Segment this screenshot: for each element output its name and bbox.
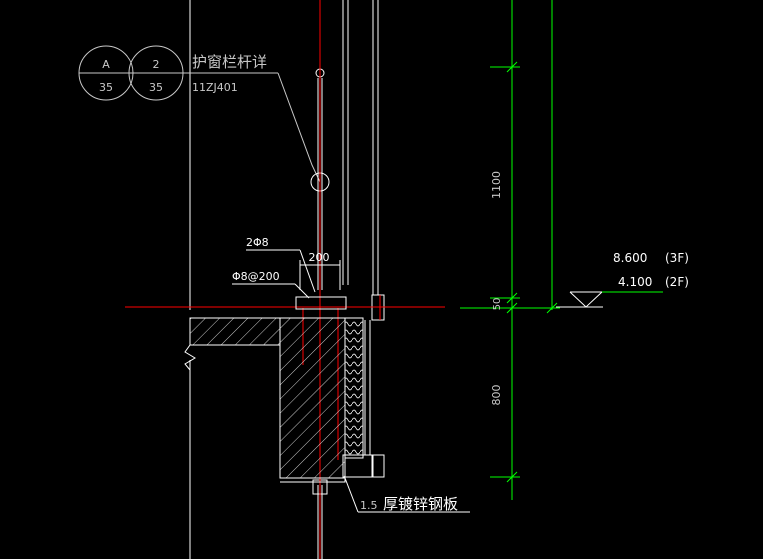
detail-atlas: 11ZJ401: [192, 81, 238, 94]
elevation-2f-value: 4.100: [618, 275, 652, 289]
detail-title: 护窗栏杆详: [192, 53, 267, 71]
reference-circle-2-top: 2: [153, 58, 160, 71]
window-frame: [342, 0, 385, 478]
elevation-3f-value: 8.600: [613, 251, 647, 265]
wall-lines: [184, 0, 196, 559]
reference-circle-a-bottom: 35: [99, 81, 113, 94]
elevation-3f-floor: (3F): [665, 251, 689, 265]
reference-circle-2-bottom: 35: [149, 81, 163, 94]
rebar-stirrups: Φ8@200: [232, 270, 280, 283]
dimension-upper: 1100: [490, 171, 503, 199]
dimension-lower: 800: [490, 385, 503, 406]
dimension-middle: 50: [492, 298, 503, 311]
plate-thickness: 1.5: [360, 499, 378, 512]
rebar-width: 200: [309, 251, 330, 264]
detail-reference: A 35 2 35 护窗栏杆详 11ZJ401: [78, 45, 321, 183]
plate-text: 厚镀锌钢板: [383, 495, 458, 513]
slab-section: [189, 296, 374, 483]
elevation-marker: 8.600 (3F) 4.100 (2F): [556, 251, 689, 308]
rebar-annotation: 2Φ8 200 Φ8@200: [232, 236, 341, 299]
reference-circle-a-top: A: [102, 58, 110, 71]
dimension-lines: [460, 0, 560, 500]
rebar-main-bars: 2Φ8: [246, 236, 269, 249]
plate-note: 1.5 厚镀锌钢板: [344, 477, 470, 513]
elevation-2f-floor: (2F): [665, 275, 689, 289]
